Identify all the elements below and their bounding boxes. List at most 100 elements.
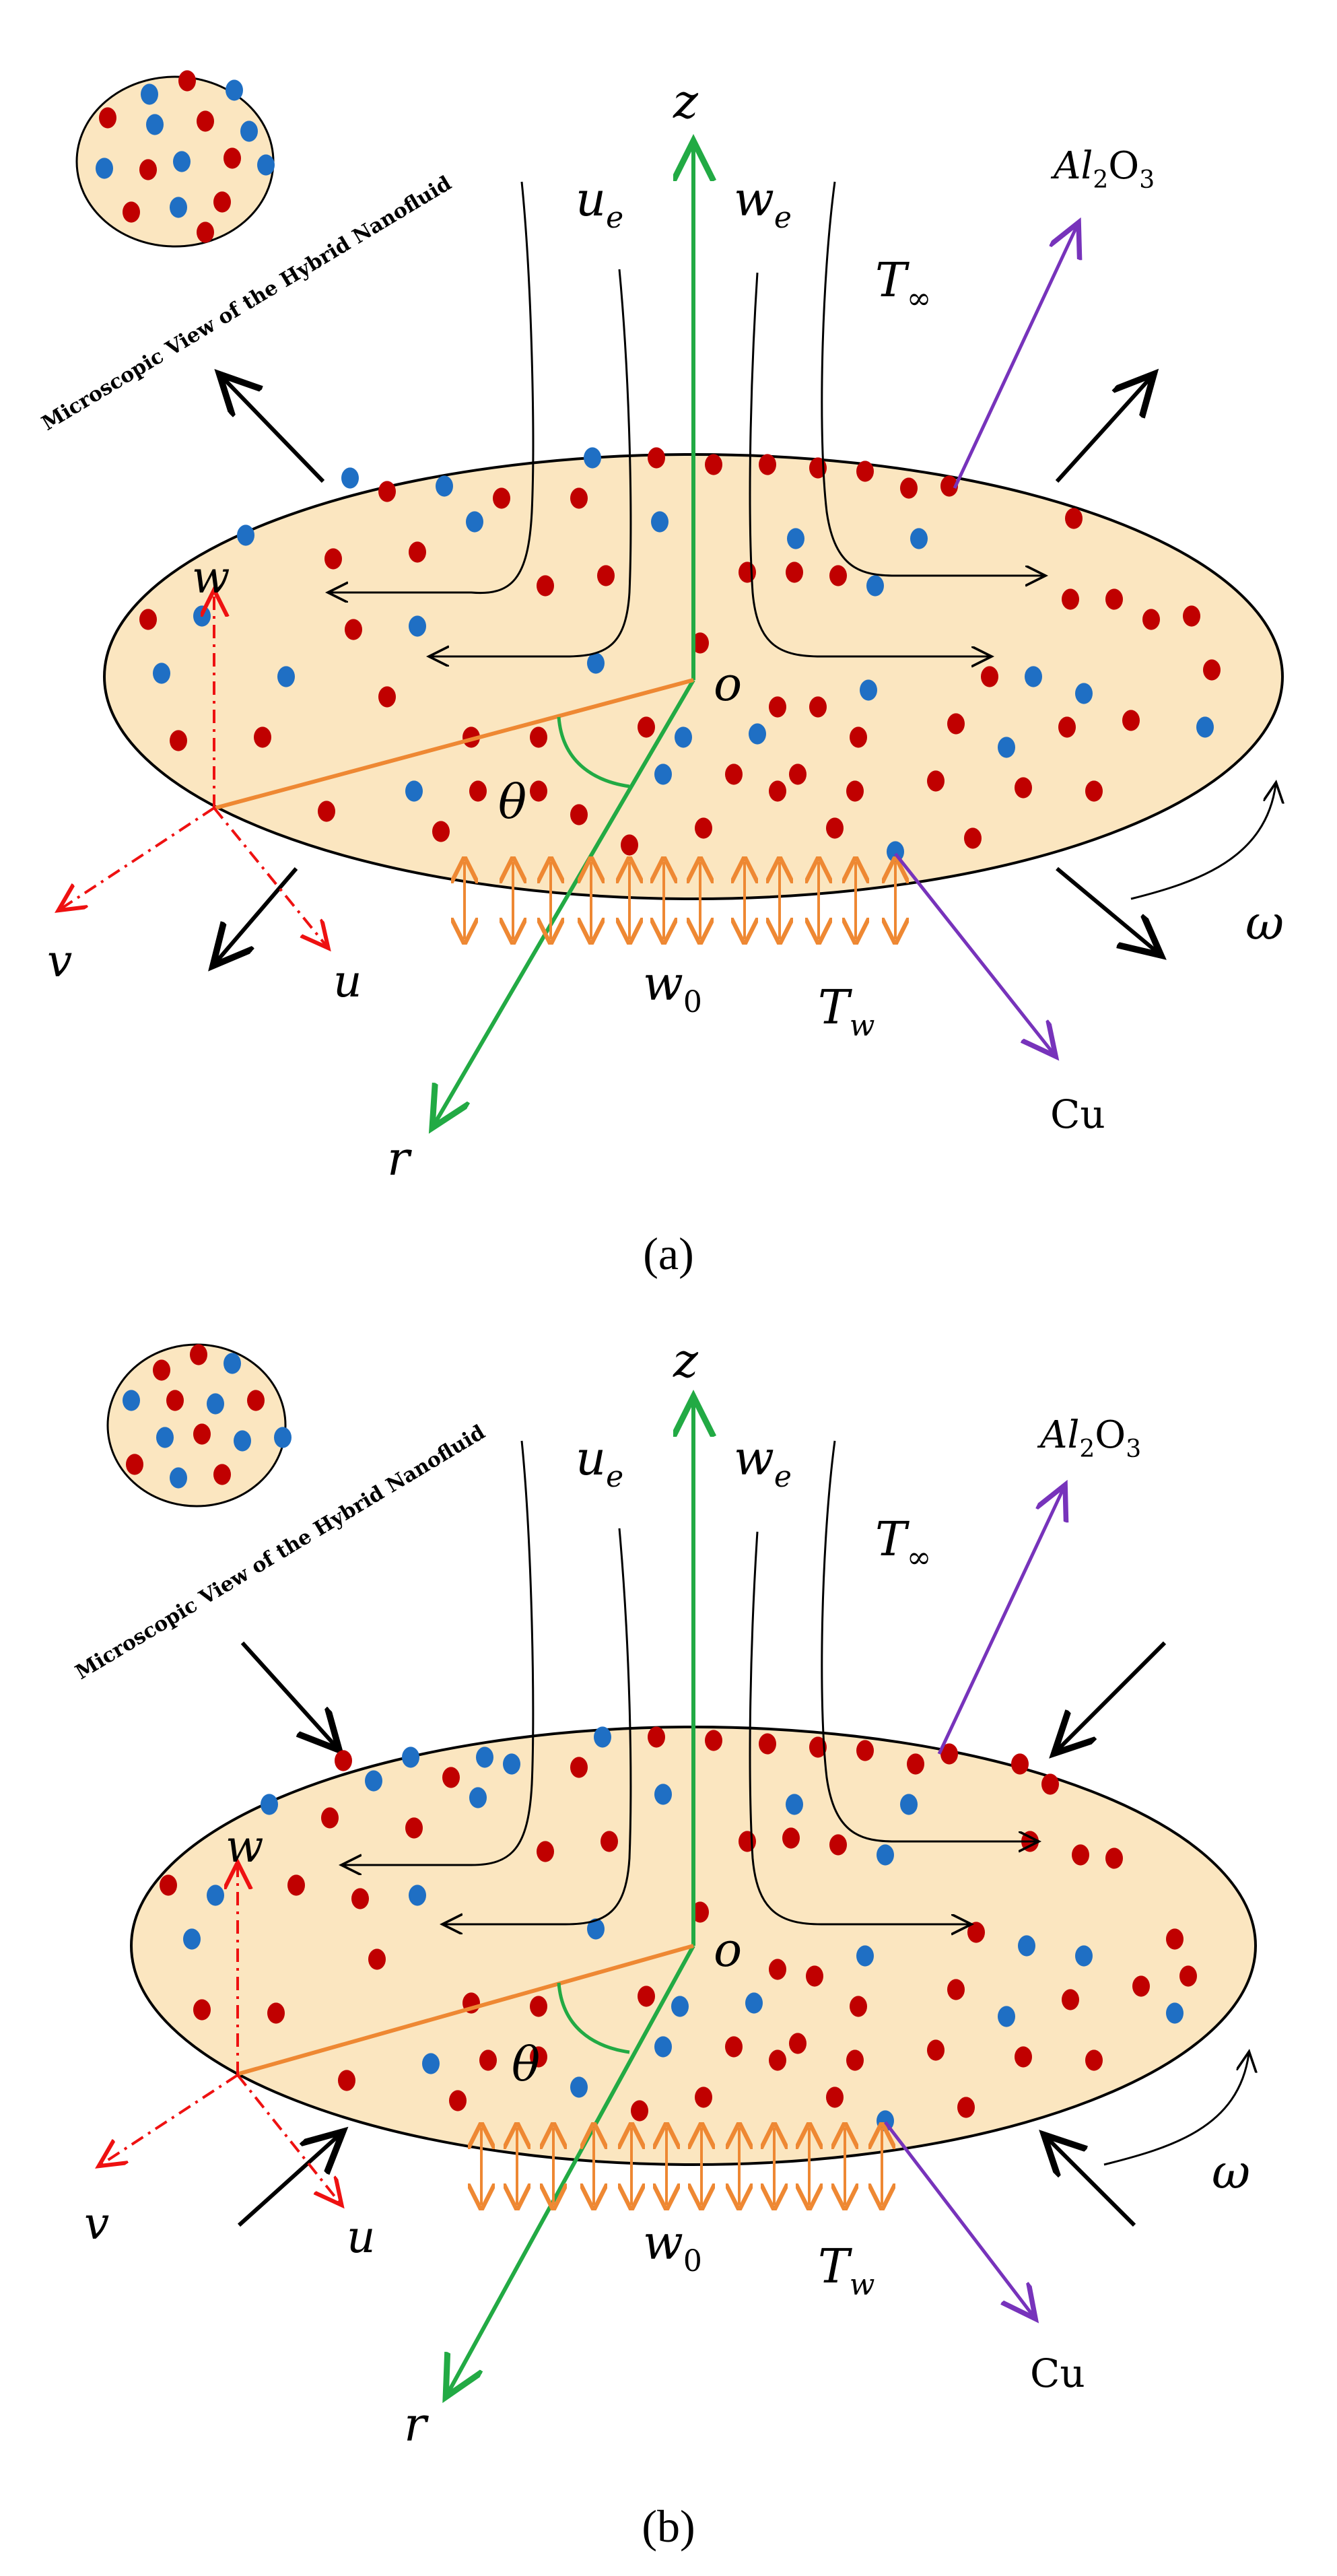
cu-disk-particle — [469, 780, 487, 802]
al2o3-disk-particle — [671, 1996, 689, 2017]
al2o3-disk-particle — [587, 1918, 605, 1940]
ue-label: ue — [576, 172, 623, 235]
cu-disk-particle — [789, 2033, 807, 2054]
cu-disk-particle — [1062, 1989, 1079, 2010]
al2o3-disk-particle — [466, 511, 483, 533]
cu-disk-particle — [1085, 2049, 1103, 2071]
cu-disk-particle — [705, 1730, 722, 1751]
cu-inset-particle — [197, 222, 214, 243]
cu-disk-particle — [621, 834, 638, 856]
cu-disk-particle — [1122, 710, 1140, 731]
al2o3-disk-particle — [153, 663, 170, 684]
cu-disk-particle — [1203, 659, 1221, 681]
cu-inset-particle — [197, 110, 214, 132]
cu-disk-particle — [856, 1740, 874, 1761]
stretch-arrow-bottom-left — [215, 867, 298, 963]
omega-label: ω — [1245, 895, 1284, 951]
cu-disk-particle — [1015, 2046, 1032, 2068]
al2o3-inset-particle — [224, 1353, 241, 1374]
cu-disk-particle — [907, 1753, 924, 1775]
al2o3-disk-particle — [237, 524, 254, 546]
al2o3-disk-particle — [998, 2006, 1015, 2027]
cu-disk-particle — [739, 1831, 756, 1852]
cu-inset-particle — [213, 191, 231, 213]
cu-disk-particle — [927, 770, 945, 792]
cu-disk-particle — [981, 666, 998, 687]
r-axis — [448, 1944, 695, 2394]
al2o3-disk-particle — [594, 1726, 611, 1748]
cu-disk-particle — [705, 454, 722, 475]
cu-disk-particle — [695, 817, 712, 839]
cu-inset-particle — [190, 1344, 207, 1365]
cu-inset-particle — [139, 159, 157, 180]
al2o3-disk-particle — [1025, 666, 1042, 687]
disk-particles — [139, 447, 1221, 862]
al2o3-disk-particle — [998, 737, 1015, 758]
cu-disk-particle — [1132, 1975, 1150, 1997]
al2o3-disk-particle — [1196, 716, 1214, 738]
al2o3-inset-particle — [234, 1430, 251, 1452]
al2o3-inset-particle — [207, 1393, 224, 1415]
cu-disk-particle — [759, 1733, 776, 1755]
caption-b: (b) — [642, 2501, 695, 2552]
cu-disk-particle — [570, 1757, 588, 1778]
cu-disk-particle — [160, 1874, 177, 1896]
streamline-3 — [749, 1531, 969, 1924]
al2o3-disk-particle — [587, 652, 605, 674]
cu-disk-particle — [927, 2039, 945, 2061]
radius-line — [215, 678, 694, 810]
al2o3-inset-particle — [170, 1467, 187, 1489]
streamline-1 — [343, 1440, 535, 1865]
al2o3-disk-particle — [469, 1787, 487, 1808]
al2o3-inset-particle — [240, 121, 258, 142]
suction-arrows — [465, 862, 895, 939]
cu-disk-particle — [597, 565, 615, 586]
cu-disk-particle — [530, 726, 547, 748]
w-label: w — [192, 551, 230, 603]
cu-disk-particle — [479, 2049, 497, 2071]
cu-disk-particle — [691, 632, 709, 654]
al2o3-inset-particle — [170, 197, 187, 218]
streamline-2 — [431, 269, 632, 656]
cu-disk-particle — [570, 804, 588, 825]
cu-disk-particle — [809, 696, 827, 718]
r-label: r — [404, 2397, 429, 2452]
streamline-4 — [821, 1440, 1037, 1841]
cu-disk-particle — [631, 2100, 648, 2122]
theta-arc — [557, 1982, 630, 2054]
al2o3-disk-particle — [1075, 1945, 1093, 1967]
v-direction-arrow — [101, 2074, 239, 2165]
cu-disk-particle — [940, 475, 958, 497]
al2o3-disk-particle — [1018, 1935, 1035, 1957]
cu-disk-particle — [335, 1750, 352, 1771]
cu-disk-particle — [193, 1999, 211, 2021]
origin-label: o — [714, 656, 742, 712]
theta-label: θ — [512, 2037, 540, 2092]
cu-disk-particle — [947, 1979, 965, 2000]
al2o3-disk-particle — [277, 666, 295, 687]
cu-disk-particle — [648, 447, 665, 469]
al2o3-pointer-arrow — [953, 226, 1077, 489]
cu-disk-particle — [537, 1841, 554, 1862]
al2o3-disk-particle — [409, 615, 426, 637]
al2o3-disk-particle — [436, 475, 453, 497]
omega-label: ω — [1212, 2144, 1250, 2200]
cu-disk-particle — [1058, 716, 1076, 738]
al2o3-disk-particle — [910, 528, 928, 549]
panel-a: Microscopic View of the Hybrid Nanofluid — [38, 70, 1284, 1279]
cu-disk-particle — [530, 780, 547, 802]
al2o3-disk-particle — [900, 1794, 918, 1815]
tw-label: Tw — [818, 2239, 875, 2302]
shrink-arrow-top-right — [1057, 1641, 1167, 1751]
cu-disk-particle — [739, 562, 756, 583]
cu-disk-particle — [1065, 508, 1083, 529]
cu-disk-particle — [1085, 780, 1103, 802]
al2o3-inset-particle — [173, 151, 191, 172]
al2o3-label: Al2O3 — [1050, 144, 1155, 194]
al2o3-inset-particle — [156, 1427, 174, 1448]
streamline-4 — [821, 181, 1043, 576]
cu-disk-particle — [850, 1996, 867, 2017]
cu-disk-particle — [338, 2070, 355, 2091]
al2o3-disk-particle — [261, 1794, 278, 1815]
cu-disk-particle — [789, 764, 807, 785]
